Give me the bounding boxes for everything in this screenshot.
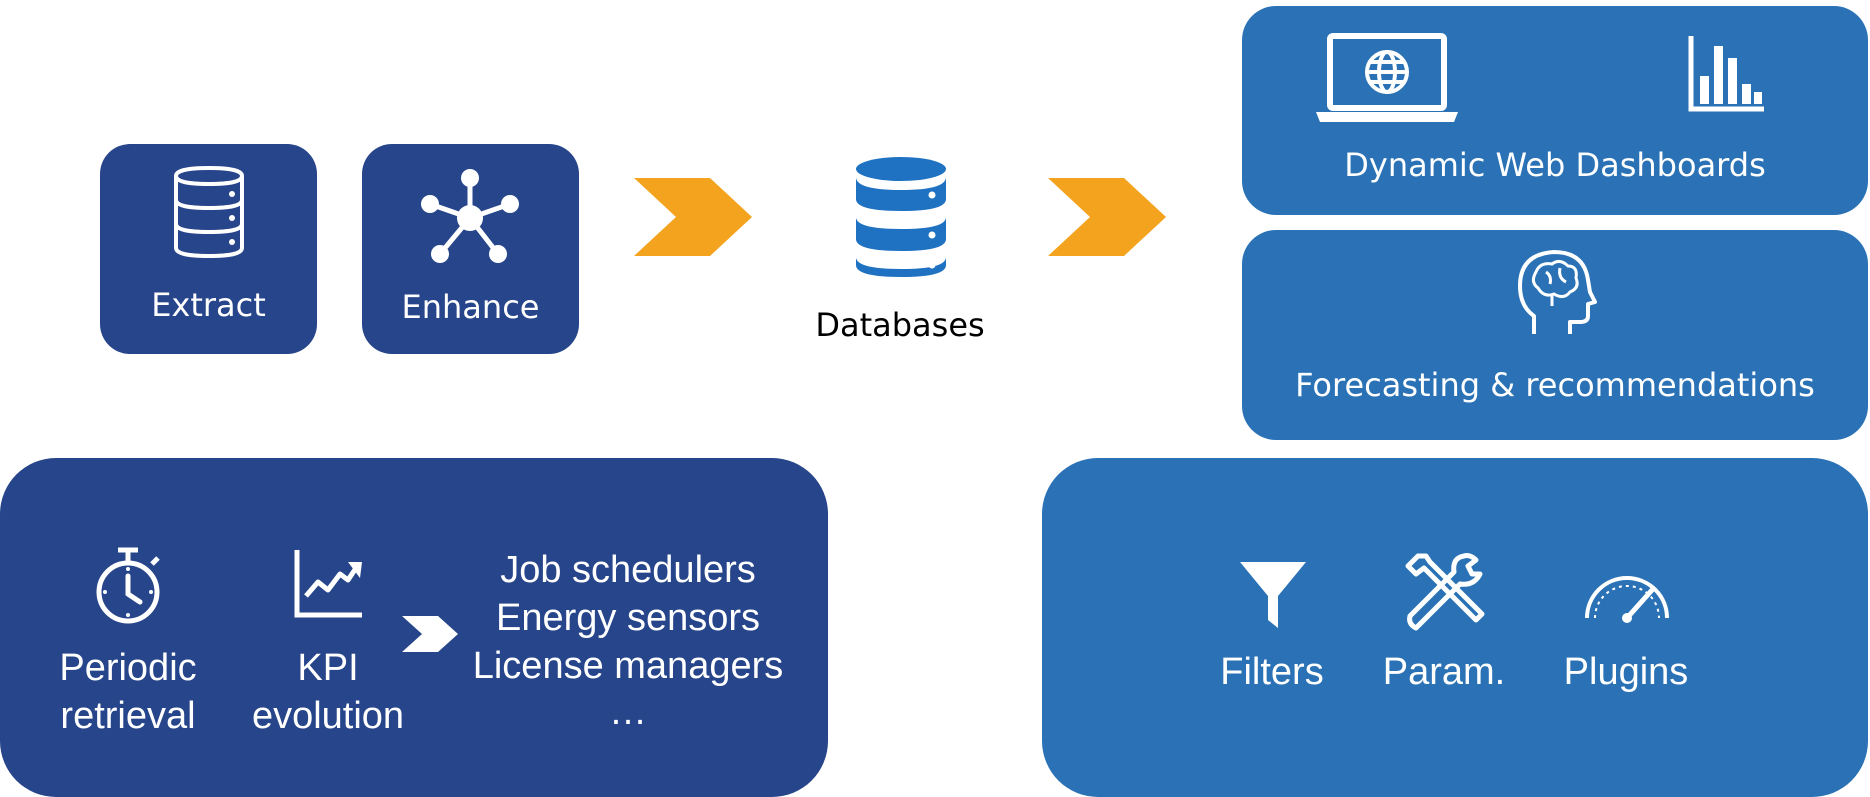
filters-label: Filters bbox=[1220, 651, 1324, 693]
source-list-item: License managers bbox=[472, 645, 784, 687]
databases-label: Databases bbox=[815, 306, 985, 344]
brain-head-icon bbox=[1518, 250, 1597, 334]
kpi-line2: evolution bbox=[251, 695, 405, 737]
extract-label: Extract bbox=[151, 286, 266, 324]
dashboards-label: Dynamic Web Dashboards bbox=[1344, 146, 1766, 184]
periodic-line1: Periodic bbox=[59, 647, 197, 689]
gauge-icon bbox=[1585, 576, 1669, 623]
forecasting-label: Forecasting & recommendations bbox=[1295, 366, 1815, 404]
chevron-arrow-icon bbox=[634, 178, 752, 256]
database-stack-icon bbox=[174, 165, 244, 259]
enhance-label: Enhance bbox=[401, 288, 540, 326]
sources-box: Periodic retrieval KPI evolution Job sch… bbox=[0, 458, 828, 797]
network-hub-icon bbox=[421, 169, 519, 263]
source-list-item: … bbox=[609, 691, 647, 733]
stopwatch-icon bbox=[96, 547, 160, 624]
periodic-line2: retrieval bbox=[60, 695, 196, 737]
source-list-item: Energy sensors bbox=[495, 597, 760, 639]
plugins-label: Plugins bbox=[1563, 651, 1689, 693]
database-icon bbox=[856, 157, 946, 277]
trend-chart-icon bbox=[294, 550, 362, 618]
chevron-arrow-icon bbox=[402, 616, 458, 652]
kpi-line1: KPI bbox=[297, 647, 359, 689]
params-label: Param. bbox=[1382, 651, 1506, 693]
forecasting-box: Forecasting & recommendations bbox=[1242, 230, 1868, 440]
enhance-box: Enhance bbox=[362, 144, 579, 354]
source-list-item: Job schedulers bbox=[500, 549, 756, 591]
extract-box: Extract bbox=[100, 144, 317, 354]
bar-chart-icon bbox=[1688, 36, 1764, 112]
dashboards-box: Dynamic Web Dashboards bbox=[1242, 6, 1868, 215]
tools-icon bbox=[1405, 553, 1485, 631]
chevron-arrow-icon bbox=[1048, 178, 1166, 256]
funnel-icon bbox=[1240, 562, 1306, 628]
laptop-globe-icon bbox=[1316, 33, 1458, 122]
features-box: Filters Param. Plugins bbox=[1042, 458, 1868, 797]
